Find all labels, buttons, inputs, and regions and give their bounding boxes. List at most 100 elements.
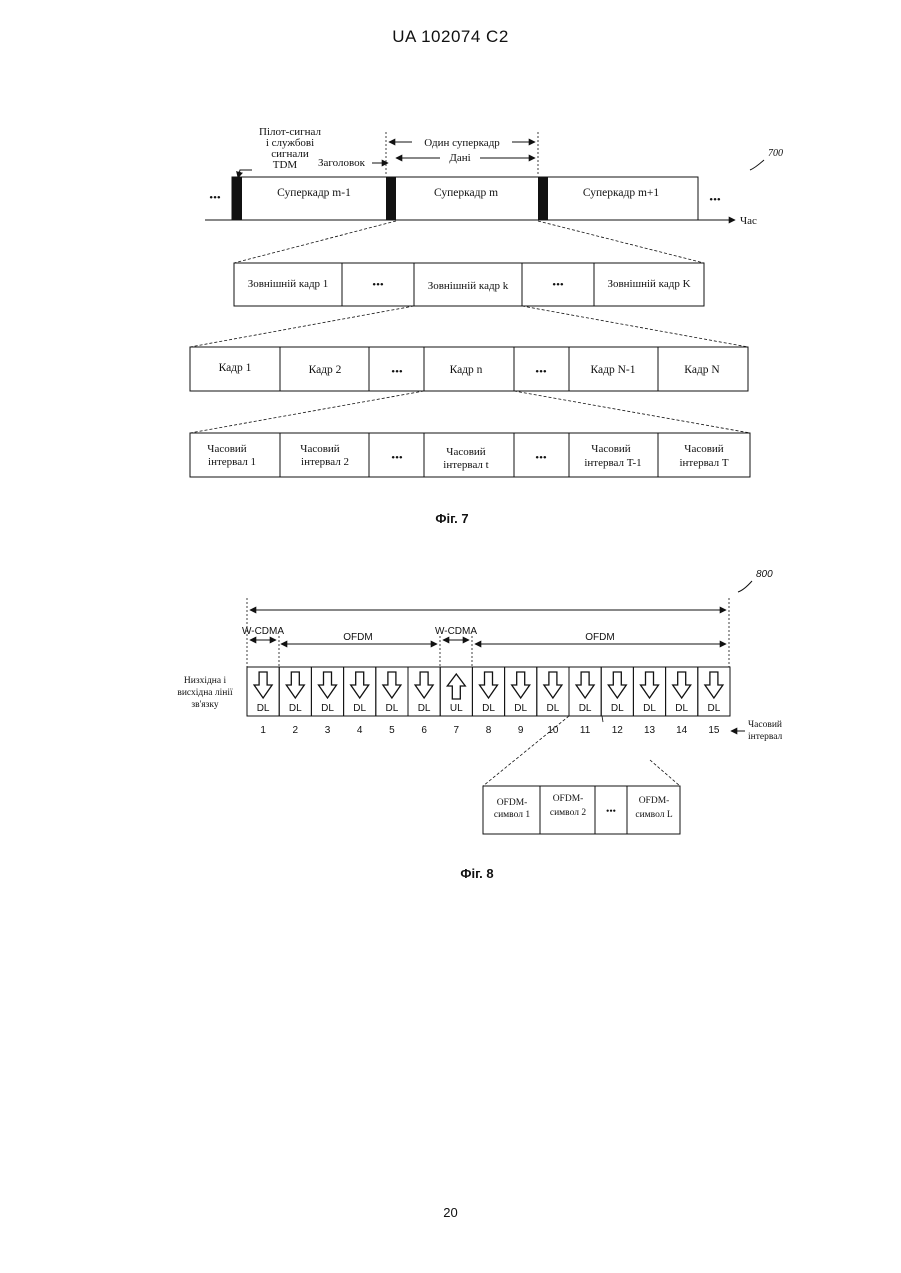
wcdma-label-1: W-CDMA: [242, 626, 284, 637]
slot-direction-label: DL: [611, 703, 624, 714]
outer-frame-k: Зовнішній кадр k: [428, 280, 509, 292]
slot-direction-label: DL: [547, 703, 560, 714]
slot-number: 1: [260, 725, 266, 736]
arrow-down-icon: [576, 672, 594, 698]
symbol-expand-right: [650, 760, 680, 786]
slot-t-line2: інтервал t: [443, 459, 488, 471]
superframe-m: Суперкадр m: [434, 187, 498, 199]
outer-frame-ellipsis-1: •••: [372, 279, 384, 291]
slot-2-line2: інтервал 2: [301, 456, 349, 468]
slot-1-line1: Часовий: [207, 443, 246, 455]
ofdm-label-2: OFDM: [585, 632, 614, 643]
row-label-line1: Низхідна і: [184, 676, 227, 686]
slot-number: 12: [612, 725, 624, 736]
slot-number: 11: [580, 725, 591, 736]
frame-N: Кадр N: [684, 364, 720, 376]
expand-line-1b: [538, 221, 704, 263]
arrow-down-icon: [383, 672, 401, 698]
superframe-ellipsis-left: •••: [209, 192, 221, 204]
slot-direction-label: DL: [418, 703, 431, 714]
arrow-down-icon: [544, 672, 562, 698]
fig7-caption: Фіг. 7: [435, 511, 468, 526]
slot-T-line2: інтервал T: [679, 457, 728, 469]
slot-T-1-line2: інтервал T-1: [584, 457, 641, 469]
slot-number: 9: [518, 725, 524, 736]
arrow-down-icon: [705, 672, 723, 698]
slot-direction-label: DL: [353, 703, 366, 714]
symbol-2-line2: символ 2: [550, 808, 586, 818]
page-number: 20: [0, 1205, 901, 1220]
expand-line-3a: [190, 391, 424, 433]
slot-T-1-line1: Часовий: [591, 443, 630, 455]
slot-ellipsis-1: •••: [391, 452, 403, 464]
arrow-down-icon: [254, 672, 272, 698]
slot-direction-label: DL: [643, 703, 656, 714]
slot-direction-label: DL: [482, 703, 495, 714]
slot-t-line1: Часовий: [446, 446, 485, 458]
arrow-down-icon: [480, 672, 498, 698]
slot-direction-label: DL: [289, 703, 302, 714]
frame-ellipsis-1: •••: [391, 366, 403, 378]
arrow-down-icon: [286, 672, 304, 698]
slot-2-line1: Часовий: [300, 443, 339, 455]
slot-label-line1: Часовий: [748, 719, 782, 730]
symbol-L-line1: OFDM-: [639, 796, 670, 806]
slot-number: 10: [547, 725, 559, 736]
outer-frame-1: Зовнішній кадр 1: [248, 278, 329, 290]
symbol-expand-left: [483, 716, 569, 786]
fig8-ref-leader: [738, 581, 752, 592]
symbol-ellipsis: •••: [606, 807, 616, 817]
row-label-line2: висхідна лінії: [177, 688, 233, 698]
data-label: Дані: [449, 152, 470, 164]
arrow-down-icon: [351, 672, 369, 698]
pilot-block-1: [232, 177, 242, 220]
expand-line-2b: [522, 306, 748, 347]
fig7-ref-leader: [750, 160, 764, 170]
expand-line-2a: [190, 306, 414, 347]
wcdma-label-2: W-CDMA: [435, 626, 477, 637]
frame-N-1: Кадр N-1: [591, 364, 636, 376]
slot-number: 2: [293, 725, 299, 736]
arrow-down-icon: [415, 672, 433, 698]
slot-1-line2: інтервал 1: [208, 456, 256, 468]
figure-8: 800 W-CDMA OFDM W-CDMA OFDM Низ: [177, 569, 782, 834]
slot-number: 15: [708, 725, 720, 736]
arrow-down-icon: [512, 672, 530, 698]
pilot-block-3: [538, 177, 548, 220]
slot-direction-label: DL: [708, 703, 721, 714]
slot-number: 8: [486, 725, 492, 736]
fig7-ref-number: 700: [768, 148, 783, 159]
slot-number: 3: [325, 725, 331, 736]
arrow-down-icon: [608, 672, 626, 698]
pilot-label-line4: TDM: [273, 159, 298, 171]
superframe-m-1: Суперкадр m-1: [277, 187, 351, 199]
slot-number: 4: [357, 725, 363, 736]
pilot-block-2: [386, 177, 396, 220]
slot-direction-label: DL: [675, 703, 688, 714]
slot-number: 14: [676, 725, 688, 736]
time-axis-label: Час: [740, 215, 757, 227]
arrow-down-icon: [319, 672, 337, 698]
slot-direction-label: DL: [321, 703, 334, 714]
slot-number: 7: [454, 725, 460, 736]
symbol-L-line2: символ L: [635, 810, 672, 820]
slot-direction-label: DL: [386, 703, 399, 714]
slot-number: 13: [644, 725, 656, 736]
slot-direction-label: UL: [450, 703, 463, 714]
fig8-ref-number: 800: [756, 569, 773, 580]
slot-ellipsis-2: •••: [535, 452, 547, 464]
slot-row: DL 1 DL 2 DL 3 DL 4 DL 5 DL 6 UL 7 DL 8 DL 9 DL 10 DL 11 DL 12 D…: [247, 667, 730, 736]
superframe-m-plus-1: Суперкадр m+1: [583, 187, 660, 199]
slot-number: 6: [421, 725, 427, 736]
slot-number: 5: [389, 725, 395, 736]
expand-line-3b: [514, 391, 750, 433]
slot-direction-label: DL: [257, 703, 270, 714]
arrow-up-icon: [447, 674, 465, 699]
slot-label-line2: інтервал: [748, 732, 783, 742]
ofdm-label-1: OFDM: [343, 632, 372, 643]
expand-line-1a: [234, 221, 396, 263]
slot-T-line1: Часовий: [684, 443, 723, 455]
symbol-expand-tick: [602, 716, 603, 722]
